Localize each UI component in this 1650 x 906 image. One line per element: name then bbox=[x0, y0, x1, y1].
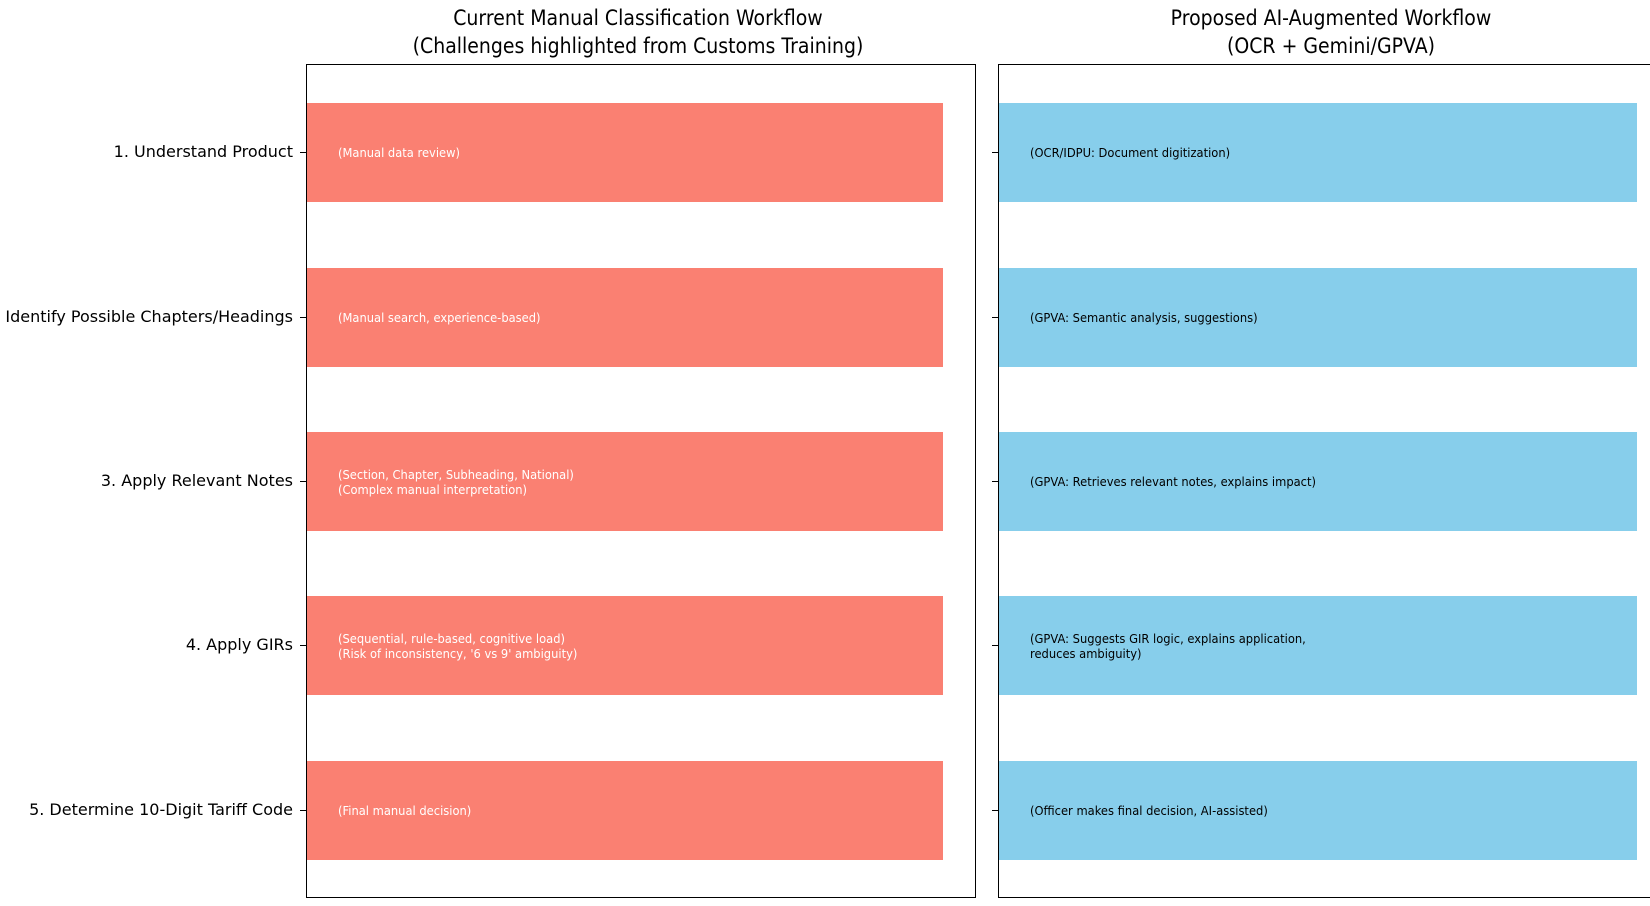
y-tick-right bbox=[992, 481, 998, 482]
manual-step-bar: (Section, Chapter, Subheading, National)… bbox=[307, 432, 943, 531]
ai-step-text: (GPVA: Suggests GIR logic, explains appl… bbox=[1030, 630, 1306, 661]
step-label: 3. Apply Relevant Notes bbox=[100, 471, 293, 490]
ai-step-bar: (GPVA: Semantic analysis, suggestions) bbox=[999, 268, 1637, 367]
manual-step-text: (Final manual decision) bbox=[338, 803, 472, 818]
left-panel-title: Current Manual Classification Workflow (… bbox=[334, 4, 942, 60]
manual-step-text: (Manual search, experience-based) bbox=[338, 310, 541, 325]
ai-step-bar: (OCR/IDPU: Document digitization) bbox=[999, 103, 1637, 202]
step-label: 5. Determine 10-Digit Tariff Code bbox=[29, 800, 293, 819]
ai-step-text: (GPVA: Semantic analysis, suggestions) bbox=[1030, 310, 1258, 325]
left-panel-title-line1: Current Manual Classification Workflow bbox=[453, 6, 823, 30]
manual-step-bar: (Sequential, rule-based, cognitive load)… bbox=[307, 596, 943, 695]
left-panel-title-line2: (Challenges highlighted from Customs Tra… bbox=[412, 34, 864, 58]
manual-step-bar: (Manual search, experience-based) bbox=[307, 268, 943, 367]
manual-step-text: (Sequential, rule-based, cognitive load)… bbox=[338, 630, 578, 661]
y-tick-right bbox=[992, 317, 998, 318]
ai-step-bar: (Officer makes final decision, AI-assist… bbox=[999, 761, 1637, 860]
step-label: 2. Identify Possible Chapters/Headings bbox=[0, 307, 293, 326]
ai-step-text: (GPVA: Retrieves relevant notes, explain… bbox=[1030, 474, 1317, 489]
ai-workflow-panel: (OCR/IDPU: Document digitization) (GPVA:… bbox=[998, 64, 1650, 898]
y-tick-right bbox=[992, 645, 998, 646]
ai-step-bar: (GPVA: Suggests GIR logic, explains appl… bbox=[999, 596, 1637, 695]
right-panel-title-line2: (OCR + Gemini/GPVA) bbox=[1226, 34, 1436, 58]
manual-step-text: (Manual data review) bbox=[338, 145, 461, 160]
manual-step-bar: (Manual data review) bbox=[307, 103, 943, 202]
ai-step-text: (Officer makes final decision, AI-assist… bbox=[1030, 803, 1268, 818]
ai-step-text: (OCR/IDPU: Document digitization) bbox=[1030, 145, 1231, 160]
y-tick-left bbox=[300, 481, 306, 482]
right-panel-title: Proposed AI-Augmented Workflow (OCR + Ge… bbox=[1030, 4, 1631, 60]
y-tick-left bbox=[300, 317, 306, 318]
y-tick-left bbox=[300, 645, 306, 646]
right-panel-title-line1: Proposed AI-Augmented Workflow bbox=[1170, 6, 1492, 30]
step-label: 4. Apply GIRs bbox=[185, 635, 293, 654]
step-label: 1. Understand Product bbox=[113, 142, 293, 161]
y-tick-right bbox=[992, 810, 998, 811]
manual-workflow-panel: (Manual data review) (Manual search, exp… bbox=[306, 64, 976, 898]
manual-step-bar: (Final manual decision) bbox=[307, 761, 943, 860]
ai-step-bar: (GPVA: Retrieves relevant notes, explain… bbox=[999, 432, 1637, 531]
y-tick-left bbox=[300, 810, 306, 811]
y-tick-left bbox=[300, 152, 306, 153]
y-tick-right bbox=[992, 152, 998, 153]
manual-step-text: (Section, Chapter, Subheading, National)… bbox=[338, 466, 574, 497]
